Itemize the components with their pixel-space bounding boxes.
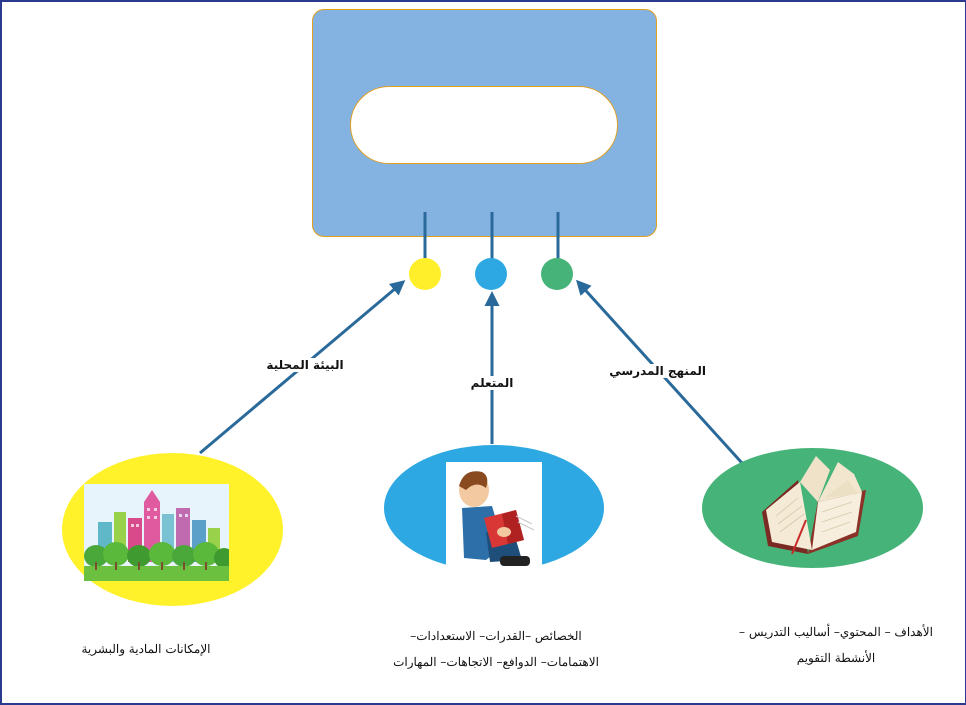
dot-learner (475, 258, 507, 290)
description-learner: الخصائص –القدرات– الاستعدادات– الاهتماما… (360, 623, 632, 675)
dot-curr (541, 258, 573, 290)
branch-label-learner: المتعلم (464, 376, 520, 390)
city-trees-icon (84, 484, 229, 581)
description-line: الأنشطة التقويم (796, 651, 876, 665)
description-environment: الإمكانات المادية والبشرية (66, 636, 226, 662)
boy-reading-icon (446, 462, 542, 579)
description-line: الإمكانات المادية والبشرية (81, 642, 211, 656)
dot-env (409, 258, 441, 290)
central-title-pill (350, 86, 618, 164)
description-line: الخصائص –القدرات– الاستعدادات– (410, 629, 582, 643)
branch-label-env: البيئة المحلية (264, 358, 346, 372)
open-book-icon (758, 450, 870, 558)
description-line: الأهداف – المحتوي– أساليب التدريس – (739, 625, 933, 639)
description-line: الاهتمامات– الدوافع– الاتجاهات– المهارات (393, 655, 599, 669)
description-curriculum: الأهداف – المحتوي– أساليب التدريس – الأن… (716, 619, 956, 671)
branch-label-curr: المنهج المدرسي (609, 364, 706, 378)
